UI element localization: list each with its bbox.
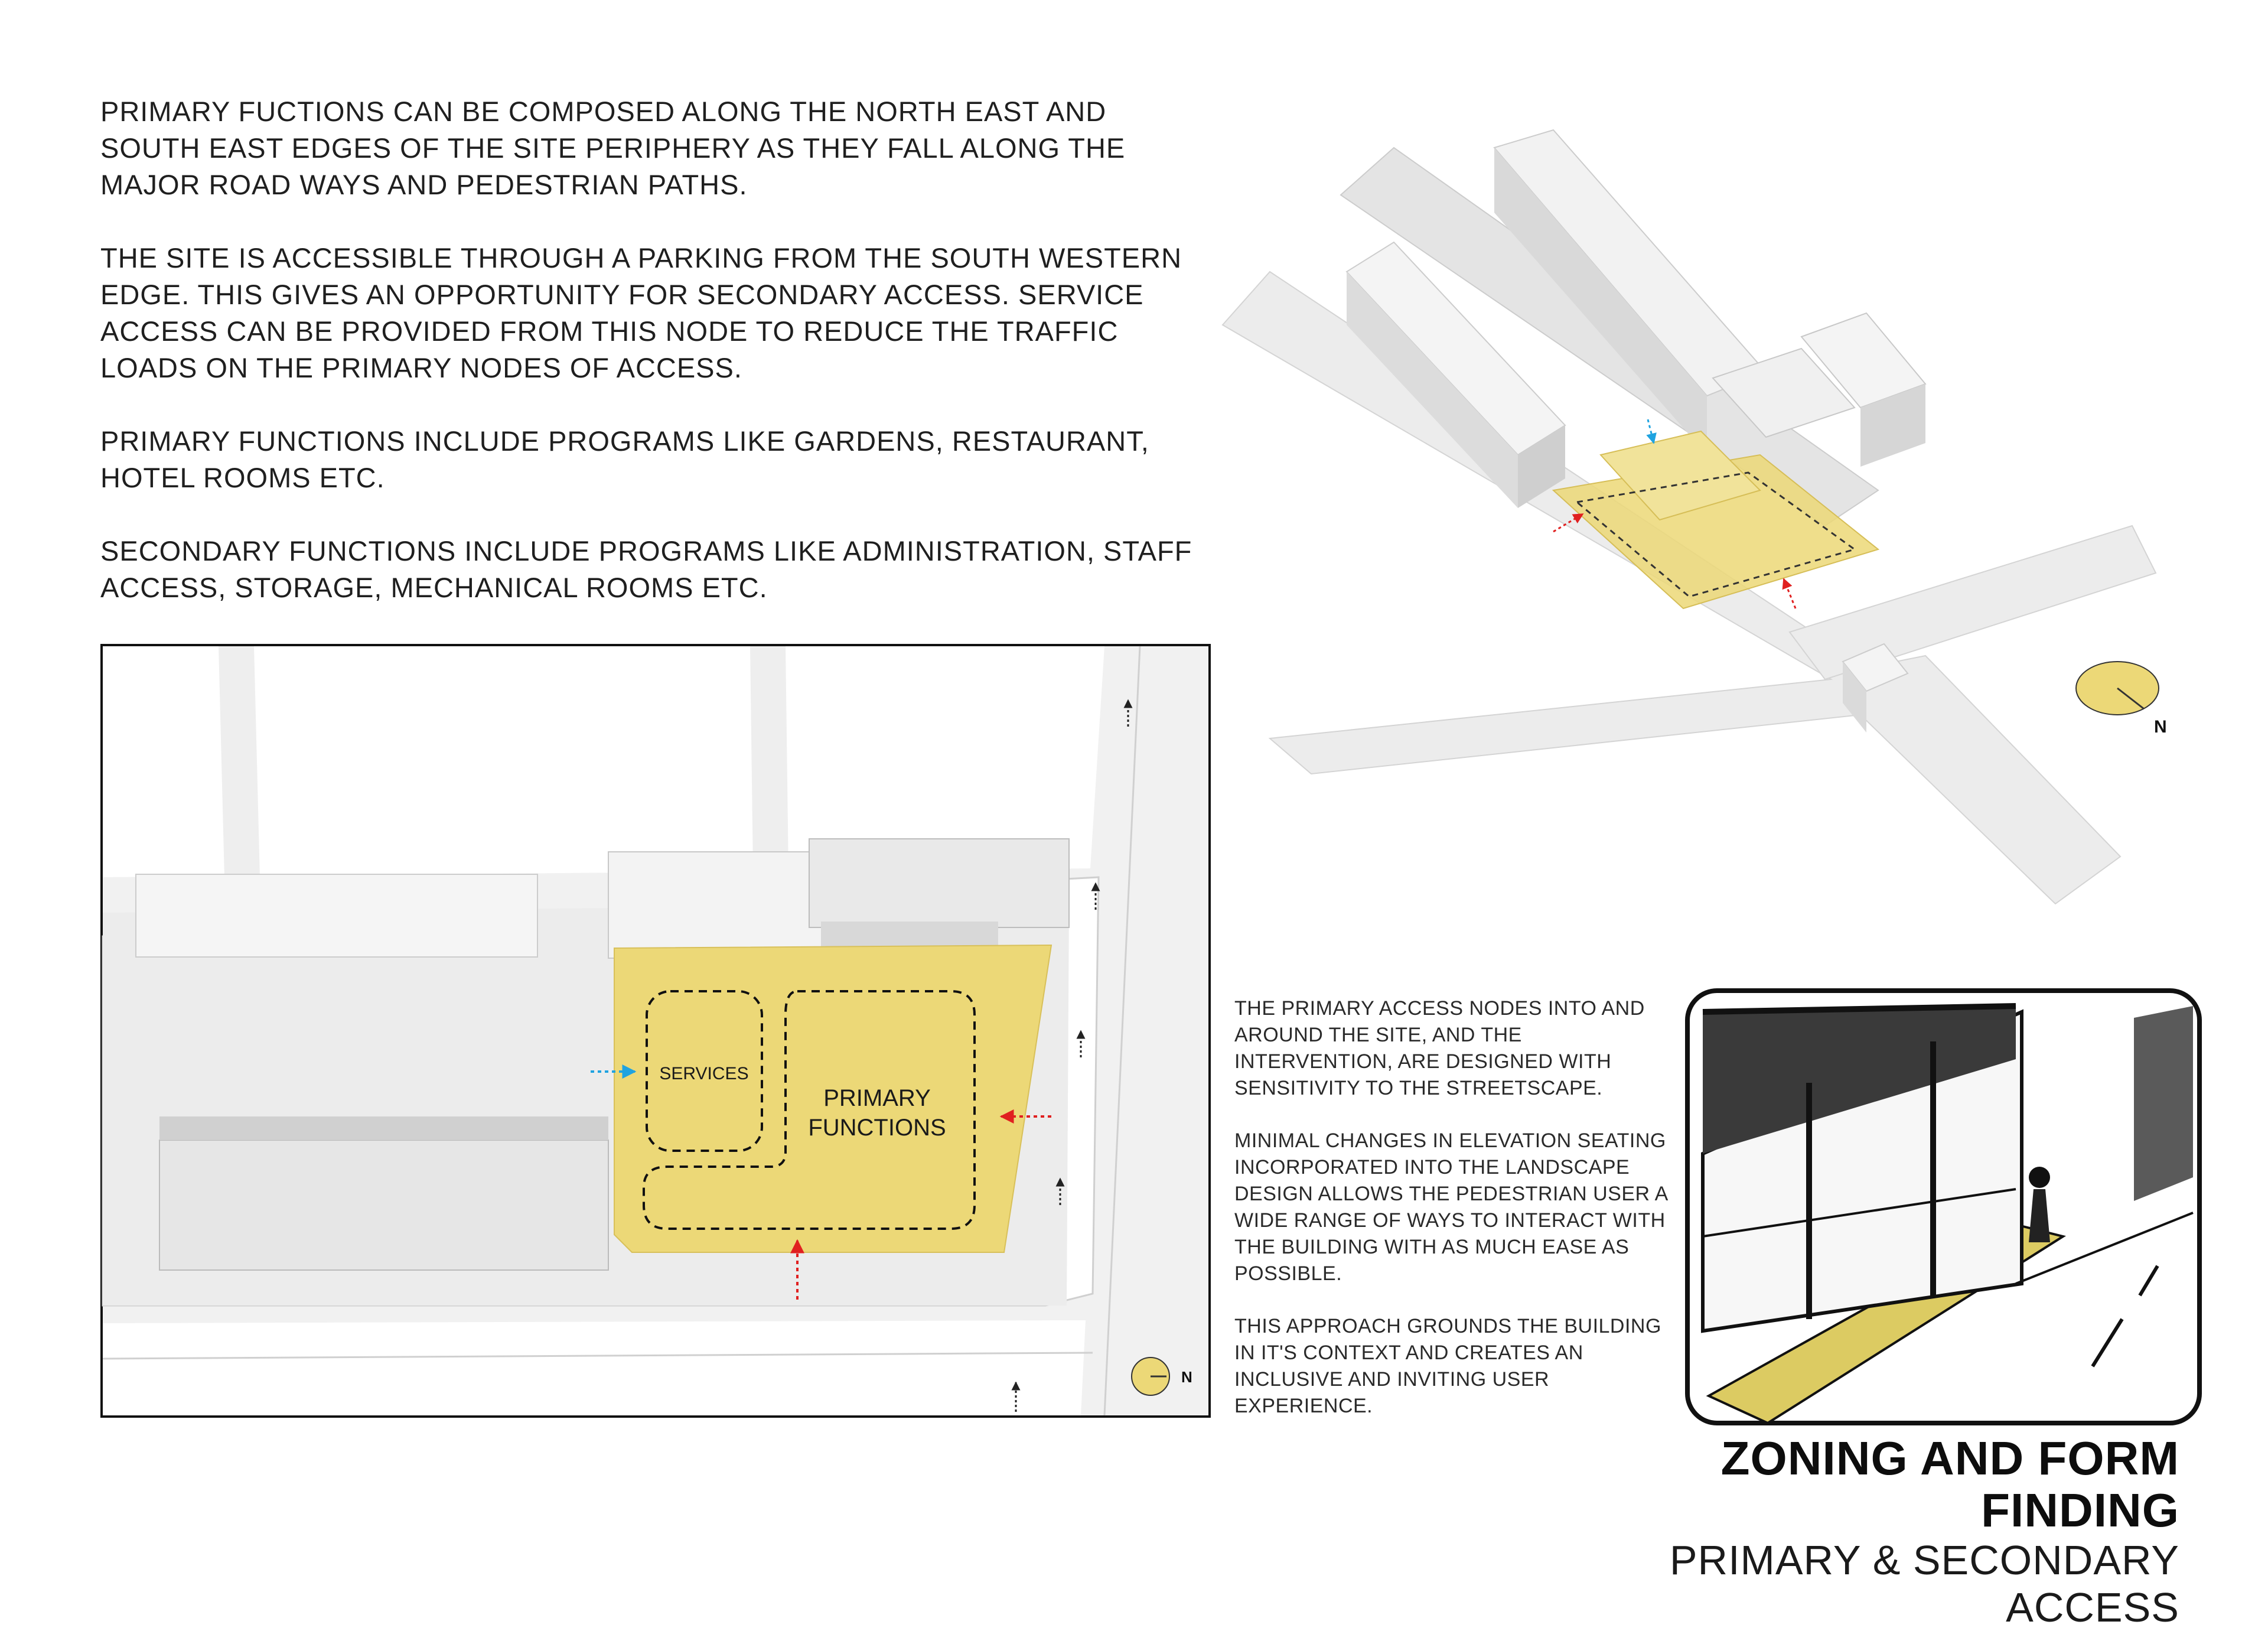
- services-zone: [646, 990, 763, 1152]
- intro-text: PRIMARY FUCTIONS CAN BE COMPOSED ALONG T…: [100, 93, 1211, 643]
- primary-functions-zone: [643, 990, 976, 1230]
- page-title: ZONING AND FORM FINDING: [1720, 1432, 2179, 1536]
- page-subtitle: PRIMARY & SECONDARY ACCESS: [1669, 1537, 2179, 1630]
- axo-buildings: [1345, 129, 1927, 733]
- axonometric-diagram: N: [1221, 129, 2167, 905]
- axo-primary-access-arrow-south: [1782, 578, 1797, 609]
- primary-label-line2: FUNCTIONS: [808, 1115, 946, 1141]
- intro-paragraph-site-access: THE SITE IS ACCESSIBLE THROUGH A PARKING…: [100, 242, 1182, 383]
- primary-label-line1: PRIMARY: [823, 1085, 931, 1111]
- access-text: THE PRIMARY ACCESS NODES INTO AND AROUND…: [1234, 995, 1671, 1446]
- site-zone: [614, 944, 1052, 1253]
- access-paragraph-elevation: MINIMAL CHANGES IN ELEVATION SEATING INC…: [1234, 1129, 1667, 1285]
- access-paragraph-nodes: THE PRIMARY ACCESS NODES INTO AND AROUND…: [1234, 997, 1645, 1099]
- title-block: ZONING AND FORM FINDING PRIMARY & SECOND…: [1512, 1433, 2179, 1631]
- plan-north-badge: N: [1131, 1357, 1192, 1396]
- intro-paragraph-primary-functions: PRIMARY FUCTIONS CAN BE COMPOSED ALONG T…: [100, 96, 1126, 200]
- plan-north-label: N: [1181, 1368, 1192, 1386]
- axo-service-access-arrow: [1646, 419, 1657, 444]
- site-plan-diagram: SERVICES PRIMARY FUNCTIONS N: [100, 644, 1211, 1418]
- intro-paragraph-secondary-programs: SECONDARY FUNCTIONS INCLUDE PROGRAMS LIK…: [100, 535, 1192, 603]
- intro-paragraph-primary-programs: PRIMARY FUNCTIONS INCLUDE PROGRAMS LIKE …: [100, 425, 1149, 493]
- plan-buildings: [135, 838, 1070, 1271]
- access-paragraph-approach: THIS APPROACH GROUNDS THE BUILDING IN IT…: [1234, 1315, 1661, 1417]
- services-label: SERVICES: [659, 1064, 748, 1083]
- traffic-arrows: [1011, 699, 1133, 1412]
- axo-north-label: N: [2154, 717, 2167, 737]
- axo-road-east: [1788, 525, 2157, 681]
- axo-primary-zone-outline: [1575, 471, 1857, 598]
- axo-services-block: [1599, 430, 1761, 521]
- street-perspective-sketch: [1685, 988, 2202, 1425]
- axo-north-badge: N: [2075, 661, 2167, 737]
